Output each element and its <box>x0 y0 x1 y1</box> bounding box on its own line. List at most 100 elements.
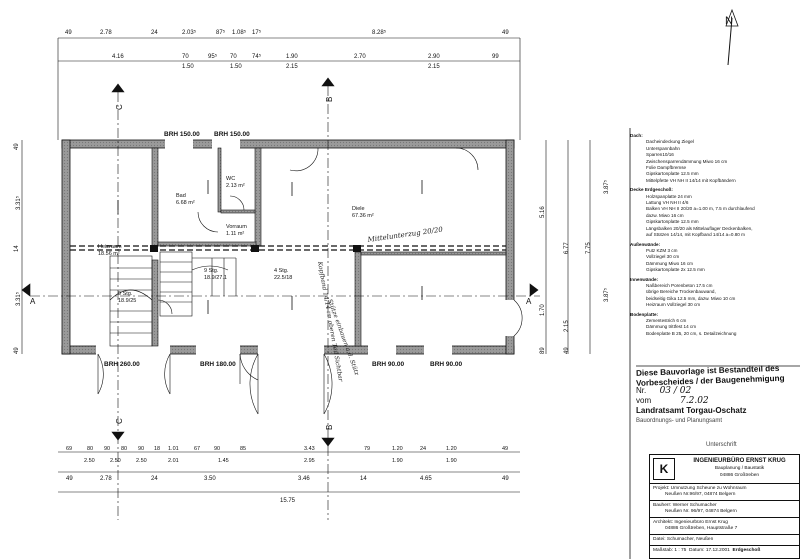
bottom-dimensions <box>58 451 520 493</box>
svg-text:49: 49 <box>502 30 509 36</box>
spec-item: Sparren10/16 <box>646 152 674 158</box>
svg-text:49: 49 <box>66 476 73 482</box>
north-arrow: N <box>725 8 739 66</box>
svg-text:70: 70 <box>230 54 237 60</box>
svg-text:2.03⁵: 2.03⁵ <box>182 29 197 36</box>
svg-text:1.90: 1.90 <box>392 458 403 464</box>
svg-text:1.70: 1.70 <box>540 304 546 316</box>
svg-text:BRH 150.00: BRH 150.00 <box>214 131 250 138</box>
stair-left <box>109 255 153 347</box>
note-mittelunterzug: Mittelunterzug 20/20 <box>366 225 444 244</box>
svg-text:3.46: 3.46 <box>298 476 310 482</box>
svg-text:49: 49 <box>564 347 570 354</box>
spec-item: Naßbereich Porenbeton 17.5 cm <box>646 282 713 288</box>
svg-text:2.95: 2.95 <box>304 458 315 464</box>
svg-text:24: 24 <box>420 446 426 452</box>
stamp-signature-label: Unterschrift <box>706 442 737 448</box>
svg-text:A: A <box>526 297 532 306</box>
room-heizraum-name: Heizraum <box>98 244 122 250</box>
svg-text:49: 49 <box>14 143 20 150</box>
stamp-number: Nr. 03 / 02 <box>636 386 692 396</box>
spec-heading: Bodenplatte: <box>630 311 659 317</box>
svg-text:87⁵: 87⁵ <box>216 29 226 36</box>
spec-item: Mittelpfette VH NH II 14/14 mit Kopfbänd… <box>646 177 736 183</box>
bottom-dim-row1: 69 80 90 80 90 18 1.01 67 90 85 3.43 79 … <box>66 446 508 464</box>
svg-text:80: 80 <box>87 446 93 452</box>
svg-text:85: 85 <box>240 446 246 452</box>
svg-text:80: 80 <box>121 446 127 452</box>
svg-text:B: B <box>325 425 334 430</box>
svg-text:1.45: 1.45 <box>218 458 229 464</box>
svg-text:C: C <box>115 104 124 110</box>
top-dim-row2: 4.16 70 95⁵ 70 74⁵ 1.90 2.70 2.90 99 1.5… <box>112 53 499 70</box>
svg-text:3.31⁵: 3.31⁵ <box>15 291 22 306</box>
svg-text:2.50: 2.50 <box>136 458 147 464</box>
svg-text:2.15: 2.15 <box>428 64 440 70</box>
svg-text:2.50: 2.50 <box>110 458 121 464</box>
svg-text:5.16: 5.16 <box>540 206 546 218</box>
svg-text:2.90: 2.90 <box>428 54 440 60</box>
stair-label-2: 4 Stg. <box>274 268 289 274</box>
svg-text:1.50: 1.50 <box>230 64 242 70</box>
stair-value-1: 18.9/27.1 <box>204 275 227 281</box>
spec-item: Zwischensparrendämmung Miwo 16 cm <box>646 158 728 164</box>
svg-text:7.75: 7.75 <box>586 242 592 254</box>
section-labels: C B B C A A <box>30 97 532 430</box>
svg-text:3.43: 3.43 <box>304 446 315 452</box>
room-wc-area: 2.13 m² <box>226 183 245 189</box>
firm-logo-icon: K <box>653 458 675 480</box>
spec-item: Holzspanplatte 24 mm <box>646 193 692 199</box>
title-row-bauherr: Bauherr: Werner Schumacher Neußen Nr. 96… <box>650 500 799 517</box>
svg-text:49: 49 <box>65 30 72 36</box>
room-wc-name: WC <box>226 176 235 182</box>
svg-text:BRH 90.00: BRH 90.00 <box>372 361 405 368</box>
spec-item: Heizraum Vollziegel 30 cm <box>646 302 701 308</box>
spec-heading: Außenwände: <box>630 241 661 247</box>
svg-text:17⁵: 17⁵ <box>252 29 262 36</box>
spec-heading: Dach: <box>630 133 643 138</box>
svg-text:74⁵: 74⁵ <box>252 53 262 60</box>
firm-info: INGENIEURBÜRO ERNST KRUG Bauplanung / Ba… <box>693 458 786 478</box>
svg-text:14: 14 <box>360 476 367 482</box>
stamp-authority: Landratsamt Torgau-Oschatz <box>636 406 747 415</box>
svg-text:90: 90 <box>104 446 110 452</box>
svg-text:BRH 150.00: BRH 150.00 <box>164 131 200 138</box>
spec-item: übrige Bereiche Trockenbauwand, <box>646 289 716 295</box>
room-vorraum-area: 1.11 m² <box>226 231 244 237</box>
title-block: K INGENIEURBÜRO ERNST KRUG Bauplanung / … <box>649 454 800 559</box>
spec-item: Gipskartonplatte 12.5 mm <box>646 219 699 225</box>
stair-middle <box>159 251 237 317</box>
svg-text:70: 70 <box>182 54 189 60</box>
exterior-walls <box>61 139 515 355</box>
stair-label-1: 9 Stg. <box>204 268 219 274</box>
room-bad-area: 6.68 m² <box>176 200 195 206</box>
svg-text:24: 24 <box>151 476 158 482</box>
title-row-architekt: Architekt: Ingenieurbüro Ernst Krug 0488… <box>650 517 799 534</box>
spec-heading: Decke Erdgeschoß: <box>630 187 673 193</box>
svg-text:2.15: 2.15 <box>564 320 570 332</box>
top-dimensions <box>57 37 521 140</box>
svg-text:90: 90 <box>138 446 144 452</box>
svg-text:B: B <box>325 97 334 102</box>
center-beam <box>70 245 506 251</box>
stair-value-2: 22.5/18 <box>274 275 292 281</box>
spec-item: Dämmung Miwo 16 cm <box>646 260 693 266</box>
stamp-date: vom 7.2.02 <box>636 396 709 406</box>
svg-text:BRH 180.00: BRH 180.00 <box>200 361 236 368</box>
svg-text:95⁵: 95⁵ <box>208 53 218 60</box>
svg-text:1.01: 1.01 <box>168 446 179 452</box>
spec-item: beidseitig Gika 12.5 mm, dazw. Miwo 10 c… <box>646 295 736 301</box>
svg-text:90: 90 <box>214 446 220 452</box>
svg-text:69: 69 <box>66 446 72 452</box>
spec-item: Gipskartonplatte 12.5 mm <box>646 171 699 177</box>
svg-text:99: 99 <box>492 54 499 60</box>
spec-item: Balken VH NH II 20/20 a=1.00 m, 7.5 m du… <box>646 206 755 212</box>
svg-text:BRH 260.00: BRH 260.00 <box>104 361 140 368</box>
svg-text:89: 89 <box>540 347 546 354</box>
svg-text:3.50: 3.50 <box>204 476 216 482</box>
svg-text:1.20: 1.20 <box>392 446 403 452</box>
svg-text:67: 67 <box>194 446 200 452</box>
svg-text:C: C <box>115 418 124 424</box>
construction-specification: Dach: Dacheindeckung Ziegel Unterspannba… <box>630 130 800 337</box>
